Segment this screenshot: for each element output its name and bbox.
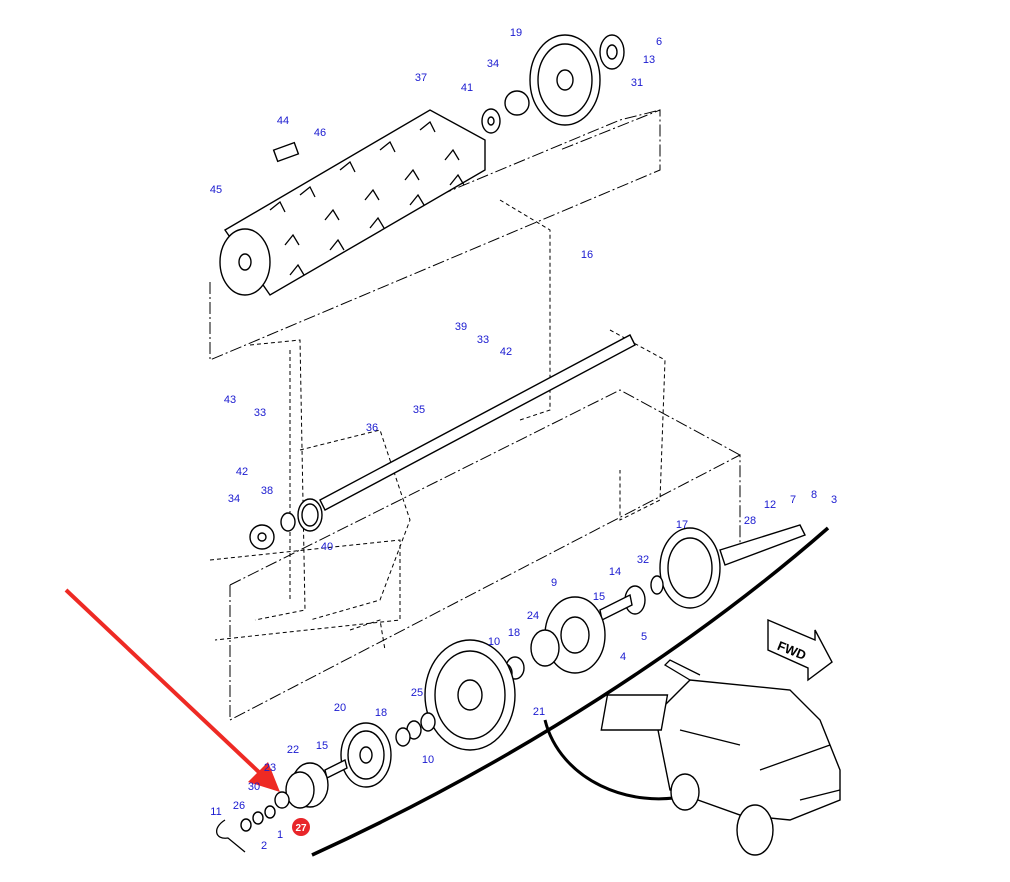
fwd-direction-arrow: FWD — [767, 618, 833, 682]
callout: 16 — [581, 249, 593, 261]
callout-labels: 19 6 13 31 34 41 37 44 46 45 16 39 33 42… — [210, 27, 837, 852]
callout: 23 — [264, 762, 276, 774]
callout: 1 — [277, 829, 283, 841]
callout: 35 — [413, 404, 425, 416]
callout: 33 — [254, 407, 266, 419]
highlight-badge — [292, 818, 310, 836]
callout: 42 — [500, 346, 512, 358]
callout: 31 — [631, 77, 643, 89]
callout: 30 — [248, 781, 260, 793]
combine-harvester-icon — [600, 659, 841, 856]
callout: 4 — [620, 651, 626, 663]
callout: 40 — [321, 541, 333, 553]
callout: 45 — [210, 184, 222, 196]
callout: 18 — [375, 707, 387, 719]
callout: 28 — [744, 515, 756, 527]
location-curve — [543, 719, 691, 801]
callout: 24 — [527, 610, 539, 622]
callout: 3 — [831, 494, 837, 506]
highlight-arrow — [64, 588, 280, 792]
callout: 13 — [643, 54, 655, 66]
callout: 14 — [609, 566, 621, 578]
callout: 38 — [261, 485, 273, 497]
boundary-curve — [311, 526, 830, 857]
callout: 44 — [277, 115, 289, 127]
main-shaft — [249, 334, 636, 550]
callout: 33 — [477, 334, 489, 346]
callout: 6 — [656, 36, 662, 48]
callout: 34 — [487, 58, 499, 70]
callout: 11 — [210, 806, 221, 818]
highlighted-part-label: 27 — [295, 823, 307, 834]
callout: 26 — [233, 800, 245, 812]
callout: 34 — [228, 493, 240, 505]
upper-pulley — [481, 34, 625, 134]
callout: 41 — [461, 82, 473, 94]
callout: 15 — [316, 740, 328, 752]
callout: 12 — [764, 499, 776, 511]
callout: 36 — [366, 422, 378, 434]
callout: 25 — [411, 687, 423, 699]
lower-drive-assembly — [216, 524, 806, 853]
callout: 22 — [287, 744, 299, 756]
callout: 18 — [508, 627, 520, 639]
callout: 37 — [415, 72, 427, 84]
callout: 42 — [236, 466, 248, 478]
callout: 10 — [422, 754, 434, 766]
callout: 46 — [314, 127, 326, 139]
callout: 2 — [261, 840, 267, 852]
callout: 17 — [676, 519, 688, 531]
callout: 7 — [790, 494, 796, 506]
callout: 32 — [637, 554, 649, 566]
callout: 21 — [533, 706, 545, 718]
rotor-cylinder — [219, 109, 486, 296]
callout: 20 — [334, 702, 346, 714]
callout: 15 — [593, 591, 605, 603]
callout: 8 — [811, 489, 817, 501]
callout: 19 — [510, 27, 522, 39]
callout: 10 — [488, 636, 500, 648]
frame-outline — [209, 109, 741, 721]
knife-plate — [272, 141, 300, 163]
callout: 5 — [641, 631, 647, 643]
callout: 39 — [455, 321, 467, 333]
callout: 43 — [224, 394, 236, 406]
callout: 9 — [551, 577, 557, 589]
